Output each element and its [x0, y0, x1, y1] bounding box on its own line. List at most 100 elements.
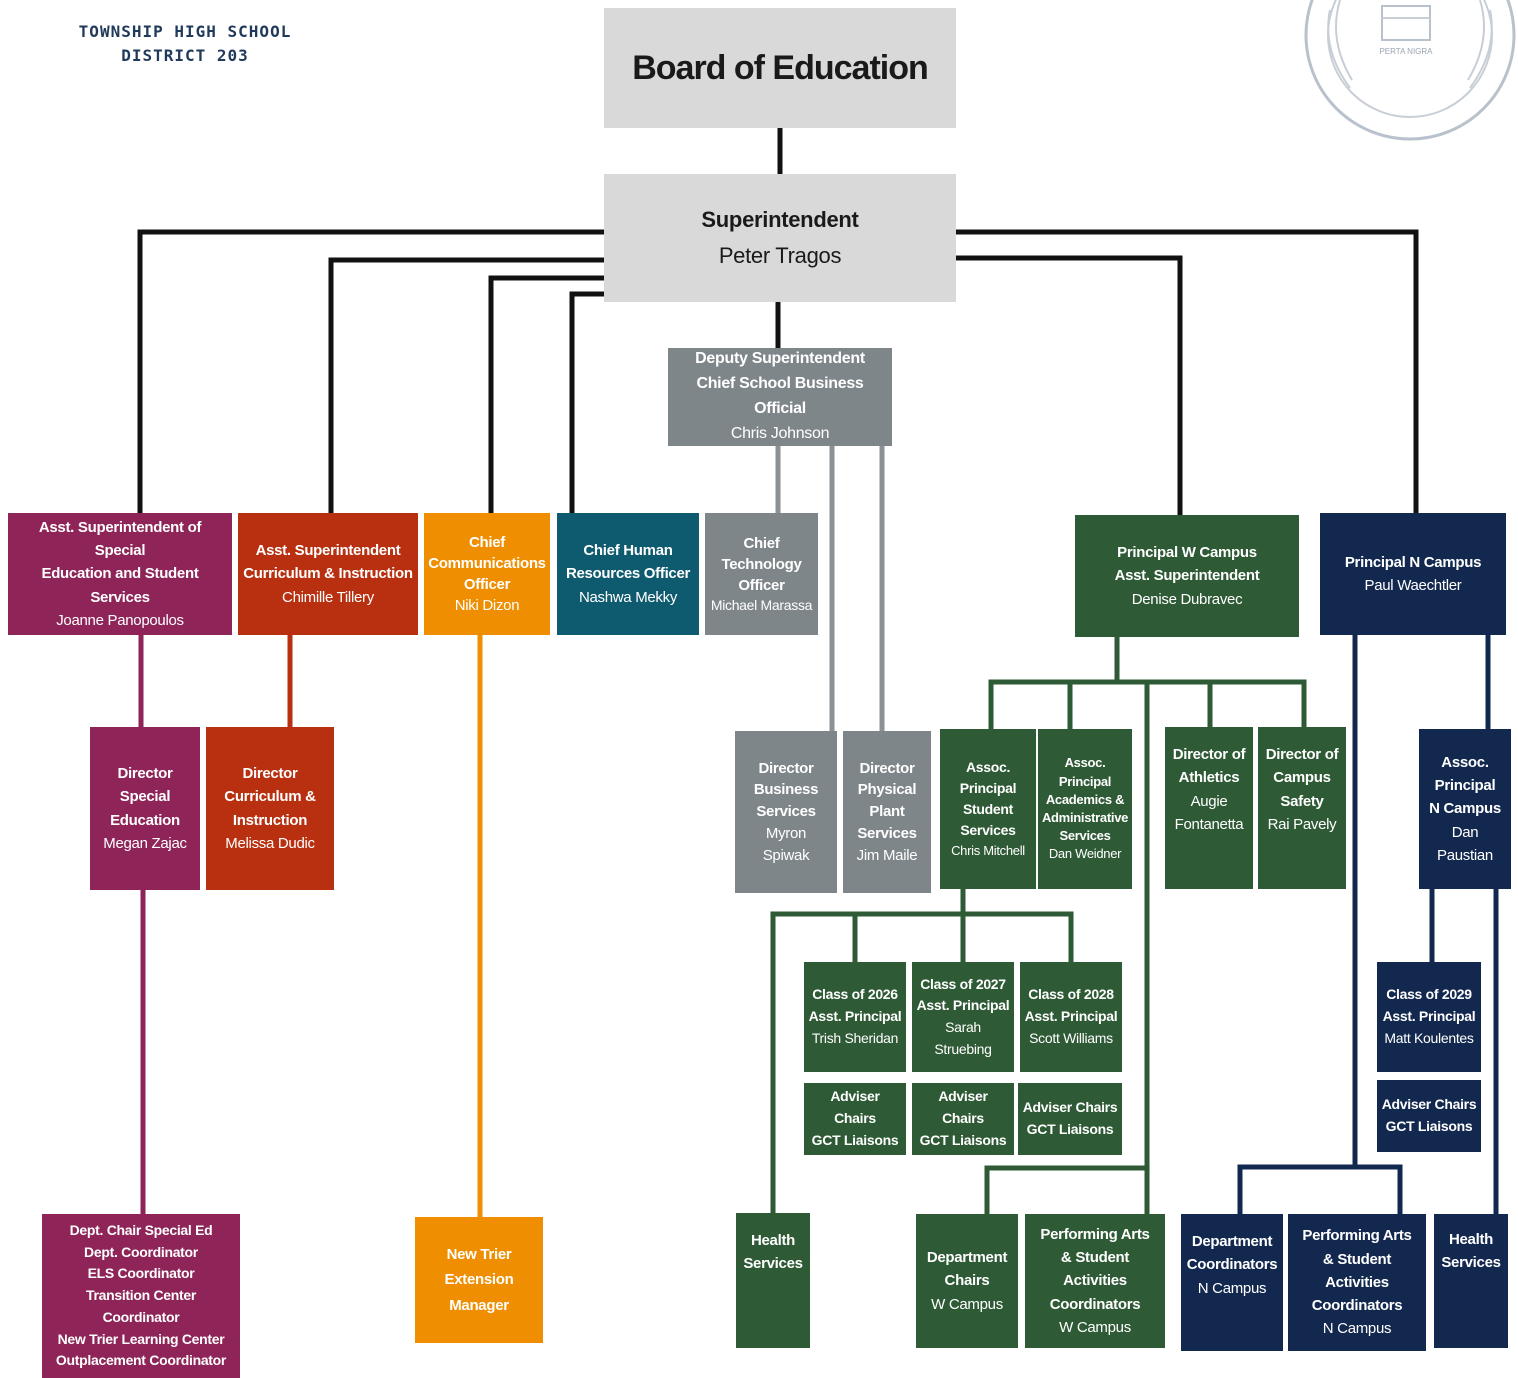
class-2028-name: Scott Williams — [1029, 1029, 1113, 1046]
connector-line — [328, 257, 606, 515]
adviser-chairs-2027-box: Adviser Chairs GCT Liaisons — [912, 1083, 1014, 1155]
ap-n-name-2: Paustian — [1437, 846, 1493, 864]
chief-hr-name: Nashwa Mekky — [578, 588, 678, 606]
chief-technology-officer-box: Chief Technology Officer Michael Marassa — [705, 513, 818, 635]
class-2029-line-1: Class of 2029 — [1386, 986, 1472, 1003]
principal-n-campus-box: Principal N Campus Paul Waechtler — [1320, 513, 1506, 635]
dept-chairs-w-line-1: Department — [926, 1249, 1008, 1267]
class-2028-line-2: Asst. Principal — [1024, 1008, 1118, 1025]
assoc-principal-n-campus-box: Assoc. Principal N Campus Dan Paustian — [1419, 729, 1511, 889]
adviser-chairs-2026-box: Adviser Chairs GCT Liaisons — [804, 1083, 906, 1155]
dir-safety-line-2: Campus — [1273, 769, 1331, 787]
perf-n-line-4: N Campus — [1322, 1320, 1392, 1338]
connector-line — [569, 291, 606, 515]
dept-coord-n-line-1: Department — [1191, 1233, 1273, 1250]
asst-sped-name: Joanne Panopoulos — [56, 611, 184, 629]
dir-ci-name: Melissa Dudic — [225, 834, 315, 852]
extension-manager-box: New Trier Extension Manager — [415, 1217, 543, 1343]
health-line-2: Services — [1441, 1254, 1501, 1272]
deputy-line-1: Deputy Superintendent — [695, 350, 865, 368]
class-2027-name: Sarah Struebing — [934, 1019, 992, 1057]
health-line-1: Health — [1448, 1231, 1494, 1248]
dept-sped-line-6: Outplacement Coordinator — [55, 1352, 227, 1369]
ap-n-name-1: Dan — [1451, 823, 1479, 841]
dept-sped-line-5: New Trier Learning Center — [57, 1330, 225, 1347]
dir-bus-name-2: Spiwak — [762, 846, 810, 864]
ap-student-line-3: Student — [962, 801, 1013, 818]
department-coordinators-n-box: Department Coordinators N Campus — [1181, 1214, 1283, 1351]
dept-sped-line-2: Dept. Coordinator — [84, 1243, 198, 1260]
principal-w-line-2: Asst. Superintendent — [1114, 567, 1260, 585]
dir-safety-name: Rai Pavely — [1267, 815, 1337, 833]
logo-line-2: DISTRICT 203 — [121, 46, 249, 65]
dir-sped-name: Megan Zajac — [103, 834, 187, 852]
deputy-superintendent-box: Deputy Superintendent Chief School Busin… — [668, 348, 892, 446]
dir-plant-line-4: Services — [857, 824, 917, 842]
asst-superintendent-special-ed-box: Asst. Superintendent of Special Educatio… — [8, 513, 232, 635]
adviser-line-1: Adviser Chairs — [1381, 1096, 1477, 1113]
class-2028-box: Class of 2028 Asst. Principal Scott Will… — [1020, 962, 1122, 1072]
chief-tech-line-1: Chief — [743, 534, 780, 552]
ap-student-line-4: Services — [960, 822, 1016, 839]
health-line-1: Health — [750, 1232, 796, 1249]
superintendent-box: Superintendent Peter Tragos — [604, 174, 956, 302]
connector-line — [984, 1165, 1147, 1216]
performing-arts-w-box: Performing Arts & Student Activities Coo… — [1025, 1214, 1165, 1348]
adviser-line-1: Adviser Chairs — [1022, 1099, 1118, 1116]
chief-communications-officer-box: Chief Communications Officer Niki Dizon — [424, 513, 550, 635]
superintendent-name: Peter Tragos — [718, 243, 842, 268]
dir-athletics-name-2: Fontanetta — [1174, 815, 1244, 833]
chief-comm-name: Niki Dizon — [454, 597, 520, 614]
department-chairs-w-box: Department Chairs W Campus — [916, 1214, 1018, 1348]
dept-chair-special-ed-box: Dept. Chair Special Ed Dept. Coordinator… — [42, 1214, 240, 1378]
dir-safety-line-1: Director of — [1265, 746, 1339, 763]
dept-chairs-w-line-2: Chairs — [944, 1272, 990, 1290]
adviser-chairs-2028-box: Adviser Chairs GCT Liaisons — [1018, 1083, 1122, 1155]
extension-line-1: New Trier — [446, 1245, 512, 1263]
asst-ci-name: Chimille Tillery — [282, 588, 374, 606]
perf-w-line-4: W Campus — [1059, 1318, 1131, 1336]
dir-bus-name-1: Myron — [765, 824, 807, 842]
dept-coord-n-line-2: Coordinators — [1186, 1256, 1278, 1274]
class-2029-box: Class of 2029 Asst. Principal Matt Koule… — [1377, 962, 1481, 1072]
class-2029-name: Matt Koulentes — [1384, 1029, 1474, 1046]
class-2027-line-1: Class of 2027 — [920, 975, 1006, 992]
chief-hr-line-2: Resources Officer — [565, 565, 691, 583]
board-of-education-box: Board of Education — [604, 8, 956, 128]
dir-bus-line-1: Director — [758, 759, 814, 777]
deputy-name: Chris Johnson — [730, 424, 830, 442]
class-2027-box: Class of 2027 Asst. Principal Sarah Stru… — [912, 962, 1014, 1072]
perf-w-line-3: Coordinators — [1049, 1295, 1141, 1313]
ap-n-line-3: N Campus — [1429, 800, 1501, 818]
ap-student-line-2: Principal — [959, 780, 1017, 797]
dept-chairs-w-line-3: W Campus — [931, 1295, 1003, 1313]
director-physical-plant-box: Director Physical Plant Services Jim Mai… — [843, 731, 931, 893]
class-2026-name: Trish Sheridan — [811, 1029, 899, 1046]
dir-safety-line-3: Safety — [1280, 792, 1324, 810]
dir-bus-line-3: Services — [756, 803, 816, 821]
health-services-n-box: Health Services — [1434, 1214, 1508, 1348]
director-business-services-box: Director Business Services Myron Spiwak — [735, 731, 837, 893]
adviser-line-2: GCT Liaisons — [1026, 1121, 1114, 1137]
asst-superintendent-curriculum-box: Asst. Superintendent Curriculum & Instru… — [238, 513, 418, 635]
dir-sped-line-3: Education — [110, 811, 180, 829]
dir-athletics-name-1: Augie — [1190, 792, 1228, 810]
dir-sped-line-1: Director — [117, 765, 173, 782]
ap-academics-name: Dan Weidner — [1048, 846, 1122, 862]
principal-w-campus-box: Principal W Campus Asst. Superintendent … — [1075, 515, 1299, 637]
ap-academics-line-1: Assoc. — [1064, 755, 1106, 771]
dir-athletics-line-2: Athletics — [1178, 769, 1240, 787]
class-2026-box: Class of 2026 Asst. Principal Trish Sher… — [804, 962, 906, 1072]
class-2026-line-2: Asst. Principal — [808, 1008, 902, 1025]
perf-n-line-2: & Student Activities — [1322, 1250, 1392, 1291]
ap-student-line-1: Assoc. — [965, 759, 1011, 776]
connector-line — [956, 255, 1183, 517]
adviser-line-1: Adviser Chairs — [830, 1088, 880, 1127]
dir-ci-line-2: Curriculum & — [224, 788, 316, 806]
chief-hr-line-1: Chief Human — [583, 542, 673, 560]
chief-comm-line-1: Chief — [468, 534, 505, 551]
connector-line — [488, 275, 606, 515]
class-2028-line-1: Class of 2028 — [1028, 986, 1114, 1003]
chief-tech-name: Michael Marassa — [710, 596, 813, 613]
